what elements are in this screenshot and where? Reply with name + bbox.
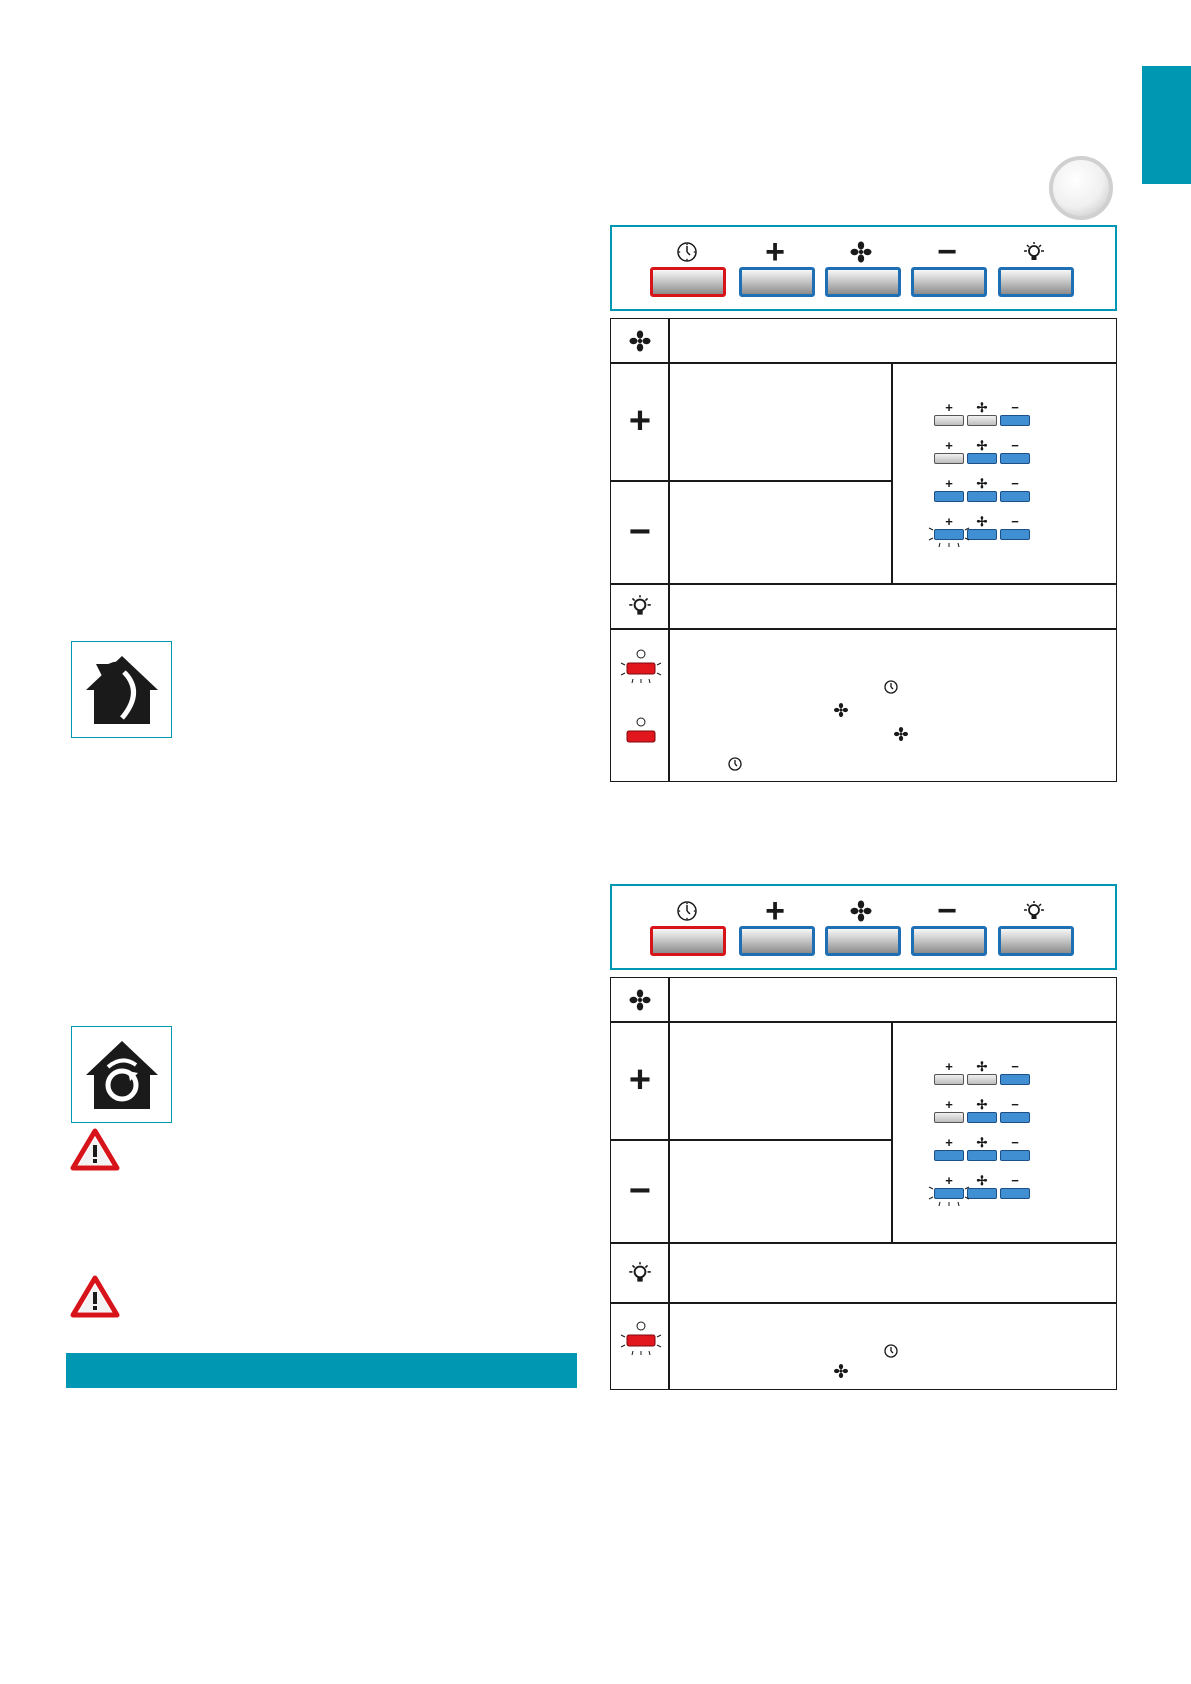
- minus-button[interactable]: [911, 926, 987, 956]
- timer-icon: [884, 680, 898, 694]
- speed-level-3: +✢−: [934, 477, 1044, 502]
- minus-icon: −: [628, 510, 652, 553]
- function-table-2: + − +✢− +✢− +✢− +✢−: [610, 977, 1117, 1390]
- house-arrow-icon-box: [71, 641, 172, 738]
- timer-led-blinking-icon: [620, 1321, 662, 1356]
- language-tab-strip: [1142, 66, 1191, 184]
- speed-level-diagram: +✢− +✢− +✢− +✢−: [928, 1060, 1054, 1208]
- fan-icon: [834, 1364, 848, 1378]
- light-bulb-icon: [998, 896, 1070, 926]
- speed-level-1: +✢−: [934, 1060, 1044, 1085]
- timer-led-blinking-icon: [620, 649, 662, 684]
- minus-icon: −: [628, 1169, 652, 1212]
- timer-icon: [884, 1344, 898, 1358]
- house-recirculation-icon: [85, 1040, 158, 1109]
- timer-button[interactable]: [650, 926, 726, 956]
- warning-triangle-icon: [70, 1275, 120, 1318]
- light-button[interactable]: [998, 267, 1074, 297]
- minus-icon: −: [937, 892, 957, 930]
- control-panel-2: + −: [610, 884, 1117, 970]
- speed-level-1: +✢−: [934, 401, 1044, 426]
- timer-icon: [651, 896, 723, 926]
- control-panel-1: + −: [610, 225, 1117, 311]
- light-bulb-icon: [611, 584, 669, 628]
- plus-icon: +: [628, 1059, 652, 1101]
- fan-button[interactable]: [825, 926, 901, 956]
- timer-button[interactable]: [650, 267, 726, 297]
- language-indicator-circle: [1049, 156, 1113, 220]
- speed-level-2: +✢−: [934, 439, 1044, 464]
- plus-icon: +: [765, 233, 785, 271]
- light-bulb-icon: [611, 1243, 669, 1302]
- fan-button[interactable]: [825, 267, 901, 297]
- speed-level-4-intensive: +✢−: [928, 515, 1044, 548]
- light-bulb-icon: [998, 237, 1070, 267]
- plus-icon: +: [628, 400, 652, 442]
- minus-button[interactable]: [911, 267, 987, 297]
- light-button[interactable]: [998, 926, 1074, 956]
- house-arrow-icon: [85, 655, 158, 724]
- timer-led-on-icon: [626, 717, 656, 743]
- minus-icon: −: [937, 233, 957, 271]
- fan-icon: [825, 237, 897, 267]
- warning-triangle-icon: [70, 1128, 120, 1171]
- house-recirculation-icon-box: [71, 1026, 172, 1123]
- fan-icon: [611, 978, 669, 1021]
- fan-icon: [825, 896, 897, 926]
- plus-button[interactable]: [739, 267, 815, 297]
- speed-level-3: +✢−: [934, 1136, 1044, 1161]
- speed-level-2: +✢−: [934, 1098, 1044, 1123]
- timer-icon: [728, 757, 742, 771]
- plus-button[interactable]: [739, 926, 815, 956]
- section-header-bar: [66, 1353, 577, 1388]
- fan-icon: [834, 703, 848, 717]
- fan-icon: [611, 319, 669, 362]
- fan-icon: [894, 727, 908, 741]
- function-table-1: + − +✢− +✢− +✢− +✢−: [610, 318, 1117, 782]
- speed-level-diagram: +✢− +✢− +✢− +✢−: [928, 401, 1054, 549]
- speed-level-4-intensive: +✢−: [928, 1174, 1044, 1207]
- timer-icon: [651, 237, 723, 267]
- plus-icon: +: [765, 892, 785, 930]
